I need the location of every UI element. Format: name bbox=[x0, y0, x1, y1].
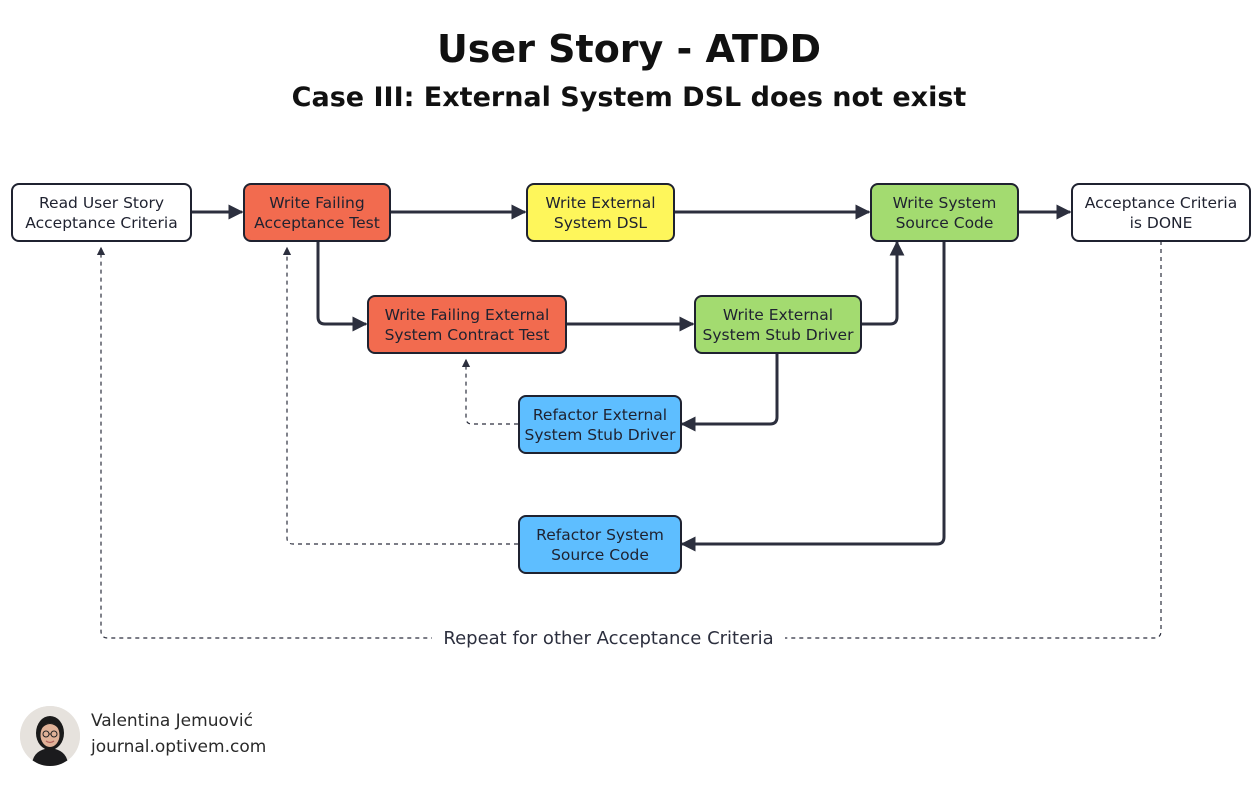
repeat-loop-label: Repeat for other Acceptance Criteria bbox=[432, 627, 785, 651]
node-write-external-stub-driver: Write External System Stub Driver bbox=[694, 295, 862, 354]
node-refactor-external-stub-driver: Refactor External System Stub Driver bbox=[518, 395, 682, 454]
author-website: journal.optivem.com bbox=[91, 737, 267, 757]
arrow-system-source-to-refactor-source bbox=[680, 239, 946, 552]
dashed-done-to-read-user-story bbox=[96, 241, 1162, 639]
dashed-refactor-stub-to-contract-test bbox=[461, 358, 518, 425]
node-write-failing-contract-test: Write Failing External System Contract T… bbox=[367, 295, 567, 354]
node-write-system-source-code: Write System Source Code bbox=[870, 183, 1019, 242]
arrow-stub-driver-to-system-source bbox=[859, 240, 905, 326]
node-acceptance-criteria-done: Acceptance Criteria is DONE bbox=[1071, 183, 1251, 242]
arrow-failing-acceptance-to-contract-test bbox=[316, 239, 368, 332]
arrow-stub-driver-to-refactor-stub bbox=[680, 351, 779, 432]
node-read-user-story: Read User Story Acceptance Criteria bbox=[11, 183, 192, 242]
diagram-subtitle: Case III: External System DSL does not e… bbox=[291, 82, 967, 113]
person-photo-icon bbox=[20, 706, 80, 766]
node-write-external-system-dsl: Write External System DSL bbox=[526, 183, 675, 242]
dashed-refactor-source-to-failing-acceptance bbox=[282, 246, 518, 545]
diagram-title: User Story - ATDD bbox=[436, 27, 822, 71]
author-name: Valentina Jemuović bbox=[91, 711, 254, 731]
node-refactor-system-source-code: Refactor System Source Code bbox=[518, 515, 682, 574]
node-write-failing-acceptance-test: Write Failing Acceptance Test bbox=[243, 183, 391, 242]
